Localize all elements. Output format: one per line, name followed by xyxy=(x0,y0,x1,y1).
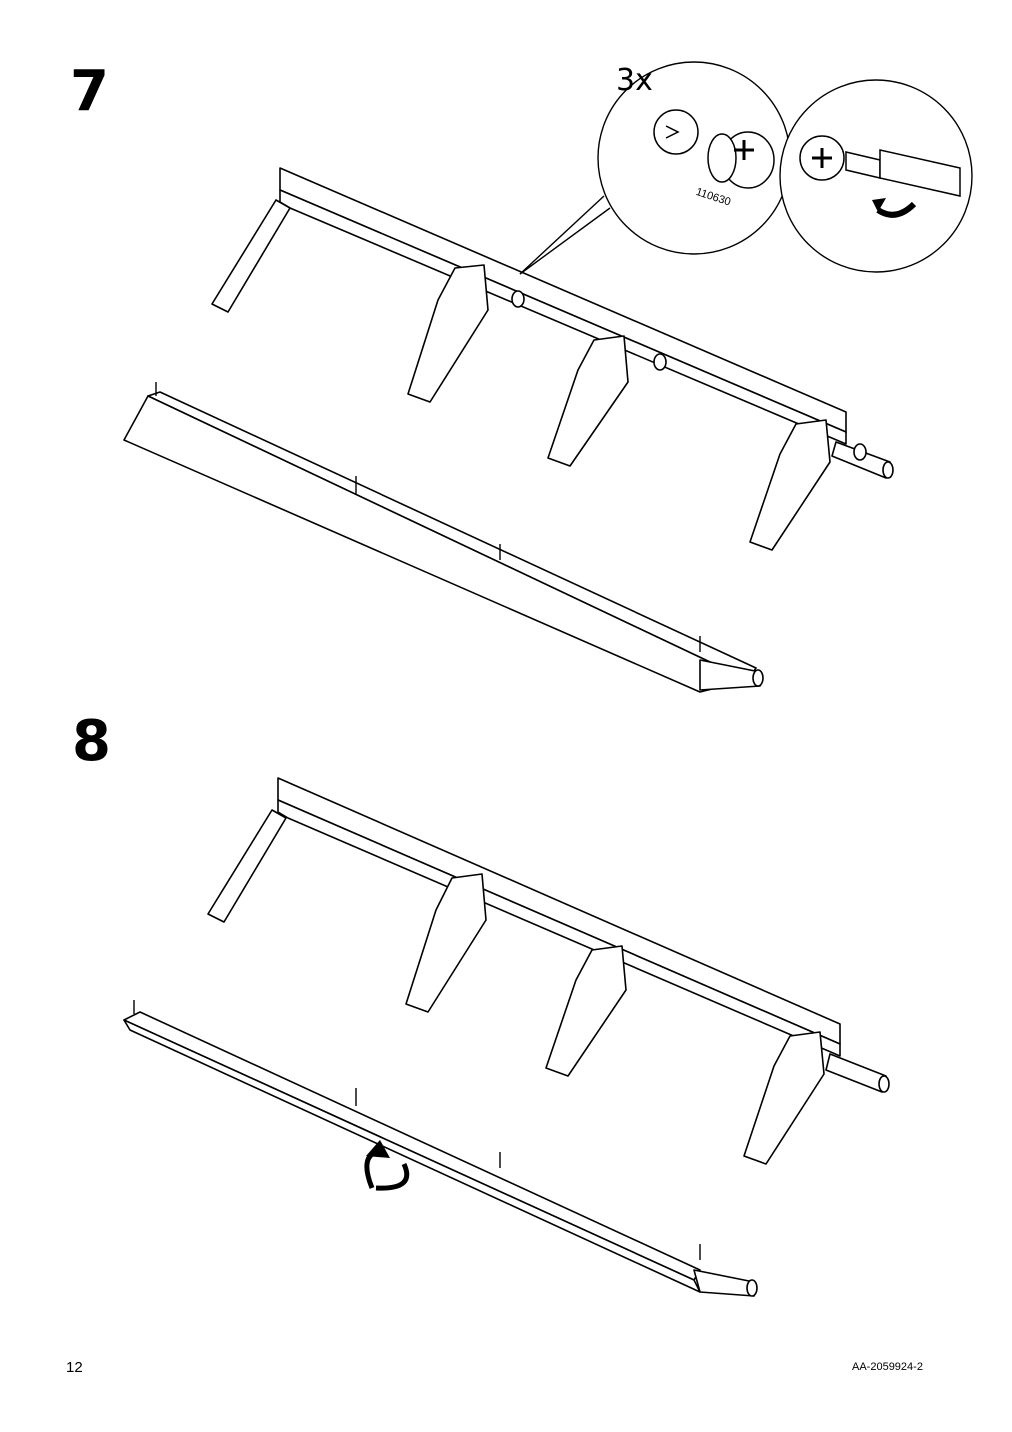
front-rail-cap xyxy=(752,669,764,687)
end-bracket-left xyxy=(211,199,291,313)
document-code: AA-2059924-2 xyxy=(852,1361,923,1373)
back-rail-top xyxy=(277,777,841,1045)
rotate-arrow-icon xyxy=(876,201,917,218)
support-1 xyxy=(405,873,487,1013)
back-rail-front xyxy=(279,189,847,445)
front-rail-top xyxy=(123,1011,701,1281)
callout-quantity: 3x xyxy=(616,63,653,98)
cam-lock-icon xyxy=(511,290,525,308)
tube-cap xyxy=(878,1075,890,1093)
tube-end xyxy=(825,1053,887,1093)
rotate-arrow-head xyxy=(872,198,886,212)
cam-lock-icon xyxy=(653,353,667,371)
front-rail-tube xyxy=(693,1269,755,1297)
screwdriver-icon xyxy=(799,135,961,197)
step-number-8: 8 xyxy=(72,709,111,774)
support-3 xyxy=(743,1031,825,1165)
cam-lock-icon xyxy=(853,443,867,461)
front-rail-cap xyxy=(746,1279,758,1297)
support-2 xyxy=(547,335,629,467)
tube-cap xyxy=(882,461,894,479)
flip-arrow-head xyxy=(366,1140,390,1158)
support-3 xyxy=(749,419,831,551)
support-2 xyxy=(545,945,627,1077)
back-rail-front xyxy=(277,799,841,1057)
cam-lock-fitting-icon xyxy=(653,109,775,189)
support-1 xyxy=(407,264,489,403)
end-bracket-left xyxy=(207,809,287,923)
front-rail-panel xyxy=(123,1019,701,1293)
callout-leader xyxy=(519,195,605,275)
page-number: 12 xyxy=(66,1359,83,1376)
callout-leader xyxy=(519,207,611,275)
step-number-7: 7 xyxy=(70,59,109,124)
